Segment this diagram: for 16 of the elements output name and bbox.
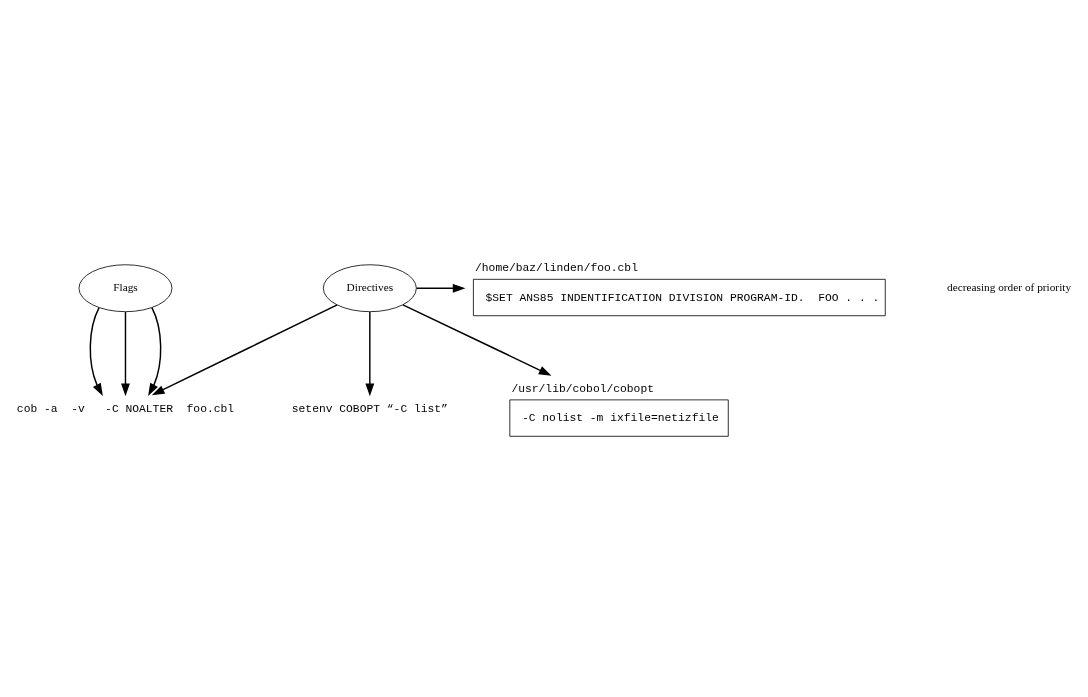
arrow xyxy=(89,306,103,396)
node-ellipse: Directives xyxy=(322,264,417,313)
arrow xyxy=(148,306,162,396)
node-text: cob -a -v -C NOALTER foo.cbl xyxy=(16,402,235,415)
node-ellipse: Flags xyxy=(78,264,173,313)
node-label: /home/baz/linden/foo.cbl xyxy=(475,262,638,275)
arrow xyxy=(415,283,466,293)
node-label: /usr/lib/cobol/cobopt xyxy=(511,382,654,395)
arrow xyxy=(121,311,130,397)
node-box: $SET ANS85 INDENTIFICATION DIVISION PROGRAM-ID. FOO . . . xyxy=(473,278,886,317)
label: decreasing order of priority xyxy=(947,281,1072,294)
arrow xyxy=(402,304,552,376)
node-box: -C nolist -m ixfile=netizfile xyxy=(509,399,729,437)
node-text: setenv COBOPT “-C list” xyxy=(291,402,448,415)
arrow xyxy=(365,311,375,397)
arrow xyxy=(151,304,338,396)
